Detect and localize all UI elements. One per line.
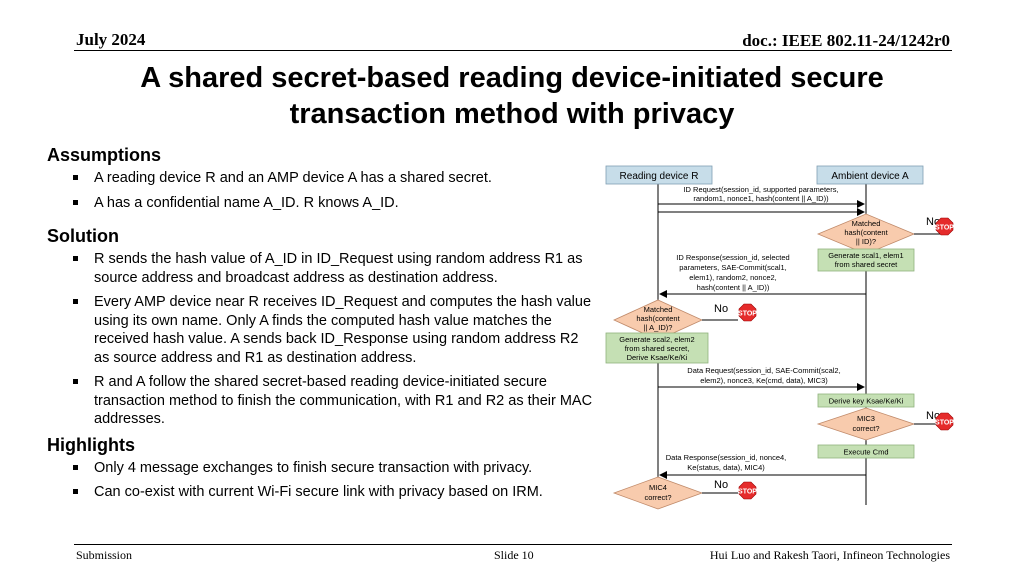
box3-label: Derive key Ksae/Ke/Ki (829, 397, 904, 406)
ambient-header-box (816, 165, 924, 185)
diamond2-line3: || A_ID)? (644, 323, 673, 332)
stop-icon-label: STOP (738, 489, 757, 496)
footer-authors: Hui Luo and Rakesh Taori, Infineon Techn… (709, 548, 950, 562)
msg1-label-line1: ID Request(session_id, supported paramet… (683, 185, 838, 194)
footer-divider (74, 544, 952, 545)
decision-diamond-3 (816, 407, 916, 441)
list-item: R sends the hash value of A_ID in ID_Req… (47, 250, 595, 287)
box1-line1: Generate scal1, elem1 (828, 251, 903, 260)
stop-icon: STOP (935, 217, 954, 236)
list-item: R and A follow the shared secret-based r… (47, 373, 595, 429)
decision-diamond-4 (612, 476, 704, 510)
stop-icon-label: STOP (738, 311, 757, 318)
diamond2-line2: hash(content (636, 314, 680, 323)
diamond1-line2: hash(content (844, 228, 888, 237)
msg2-label-line4: hash(content || A_ID)) (697, 283, 770, 292)
sequence-diagram-svg: Reading device R Ambient device A ID Req… (605, 165, 954, 510)
box2-line1: Generate scal2, elem2 (619, 335, 694, 344)
no2-label: No (714, 303, 728, 315)
highlights-list: Only 4 message exchanges to finish secur… (47, 459, 595, 502)
generate-box-2 (605, 332, 709, 364)
ambient-header-label: Ambient device A (831, 171, 909, 182)
diamond1-line3: || ID)? (856, 237, 876, 246)
msg2-label-line2: parameters, SAE-Commit(scal1, (679, 263, 787, 272)
stop-icon: STOP (738, 481, 757, 500)
list-item: Only 4 message exchanges to finish secur… (47, 459, 595, 478)
msg3-label-line2: elem2), nonce3, Ke(cmd, data), MIC3) (700, 376, 828, 385)
reader-header-box (605, 165, 713, 185)
sequence-diagram: Reading device R Ambient device A ID Req… (596, 160, 956, 517)
list-item: Can co-exist with current Wi-Fi secure l… (47, 483, 595, 502)
diamond4-line1: MIC4 (649, 483, 667, 492)
slide-title: A shared secret-based reading device-ini… (80, 60, 944, 132)
msg2-label-line1: ID Response(session_id, selected (676, 253, 789, 262)
reader-header-label: Reading device R (620, 171, 699, 182)
footer-submission: Submission (76, 548, 133, 562)
header-doc-id: doc.: IEEE 802.11-24/1242r0 (742, 31, 950, 50)
assumptions-list: A reading device R and an AMP device A h… (47, 169, 595, 212)
slide-body: Assumptions A reading device R and an AM… (47, 145, 595, 508)
derive-key-box (817, 393, 915, 408)
no4-label: No (714, 479, 728, 491)
msg2-label-line3: elem1), random2, nonce2, (689, 273, 777, 282)
stop-icon-label: STOP (935, 420, 954, 427)
generate-box-1 (817, 248, 915, 272)
diamond2-line1: Matched (644, 305, 673, 314)
list-item: A has a confidential name A_ID. R knows … (47, 194, 595, 213)
slide-title-line-2: transaction method with privacy (289, 98, 735, 130)
stop-icon-label: STOP (935, 225, 954, 232)
header-divider (74, 50, 952, 51)
slide-title-line-1: A shared secret-based reading device-ini… (140, 62, 884, 94)
box2-line3: Derive Ksae/Ke/Ki (627, 353, 688, 362)
diamond1-line1: Matched (852, 219, 881, 228)
stop-icon: STOP (738, 303, 757, 322)
list-item: Every AMP device near R receives ID_Requ… (47, 293, 595, 367)
stop-icon: STOP (935, 412, 954, 431)
highlights-heading: Highlights (47, 434, 135, 455)
msg3-label-line1: Data Request(session_id, SAE-Commit(scal… (687, 366, 840, 375)
diamond4-line2: correct? (644, 493, 671, 502)
msg4-label-line2: Ke(status, data), MIC4) (687, 463, 765, 472)
solution-heading: Solution (47, 226, 119, 246)
diamond3-line2: correct? (852, 424, 879, 433)
box1-line2: from shared secret (835, 260, 898, 269)
footer-slide-number: Slide 10 (494, 548, 534, 562)
execute-cmd-box (817, 444, 915, 459)
assumptions-heading: Assumptions (47, 145, 162, 165)
diamond3-line1: MIC3 (857, 414, 875, 423)
msg1-label-line2: random1, nonce1, hash(content || A_ID)) (693, 194, 829, 203)
box2-line2: from shared secret, (625, 344, 690, 353)
box4-label: Execute Cmd (843, 448, 888, 457)
msg4-label-line1: Data Response(session_id, nonce4, (666, 453, 787, 462)
header-date: July 2024 (76, 30, 146, 49)
solution-list: R sends the hash value of A_ID in ID_Req… (47, 250, 595, 429)
list-item: A reading device R and an AMP device A h… (47, 169, 595, 188)
